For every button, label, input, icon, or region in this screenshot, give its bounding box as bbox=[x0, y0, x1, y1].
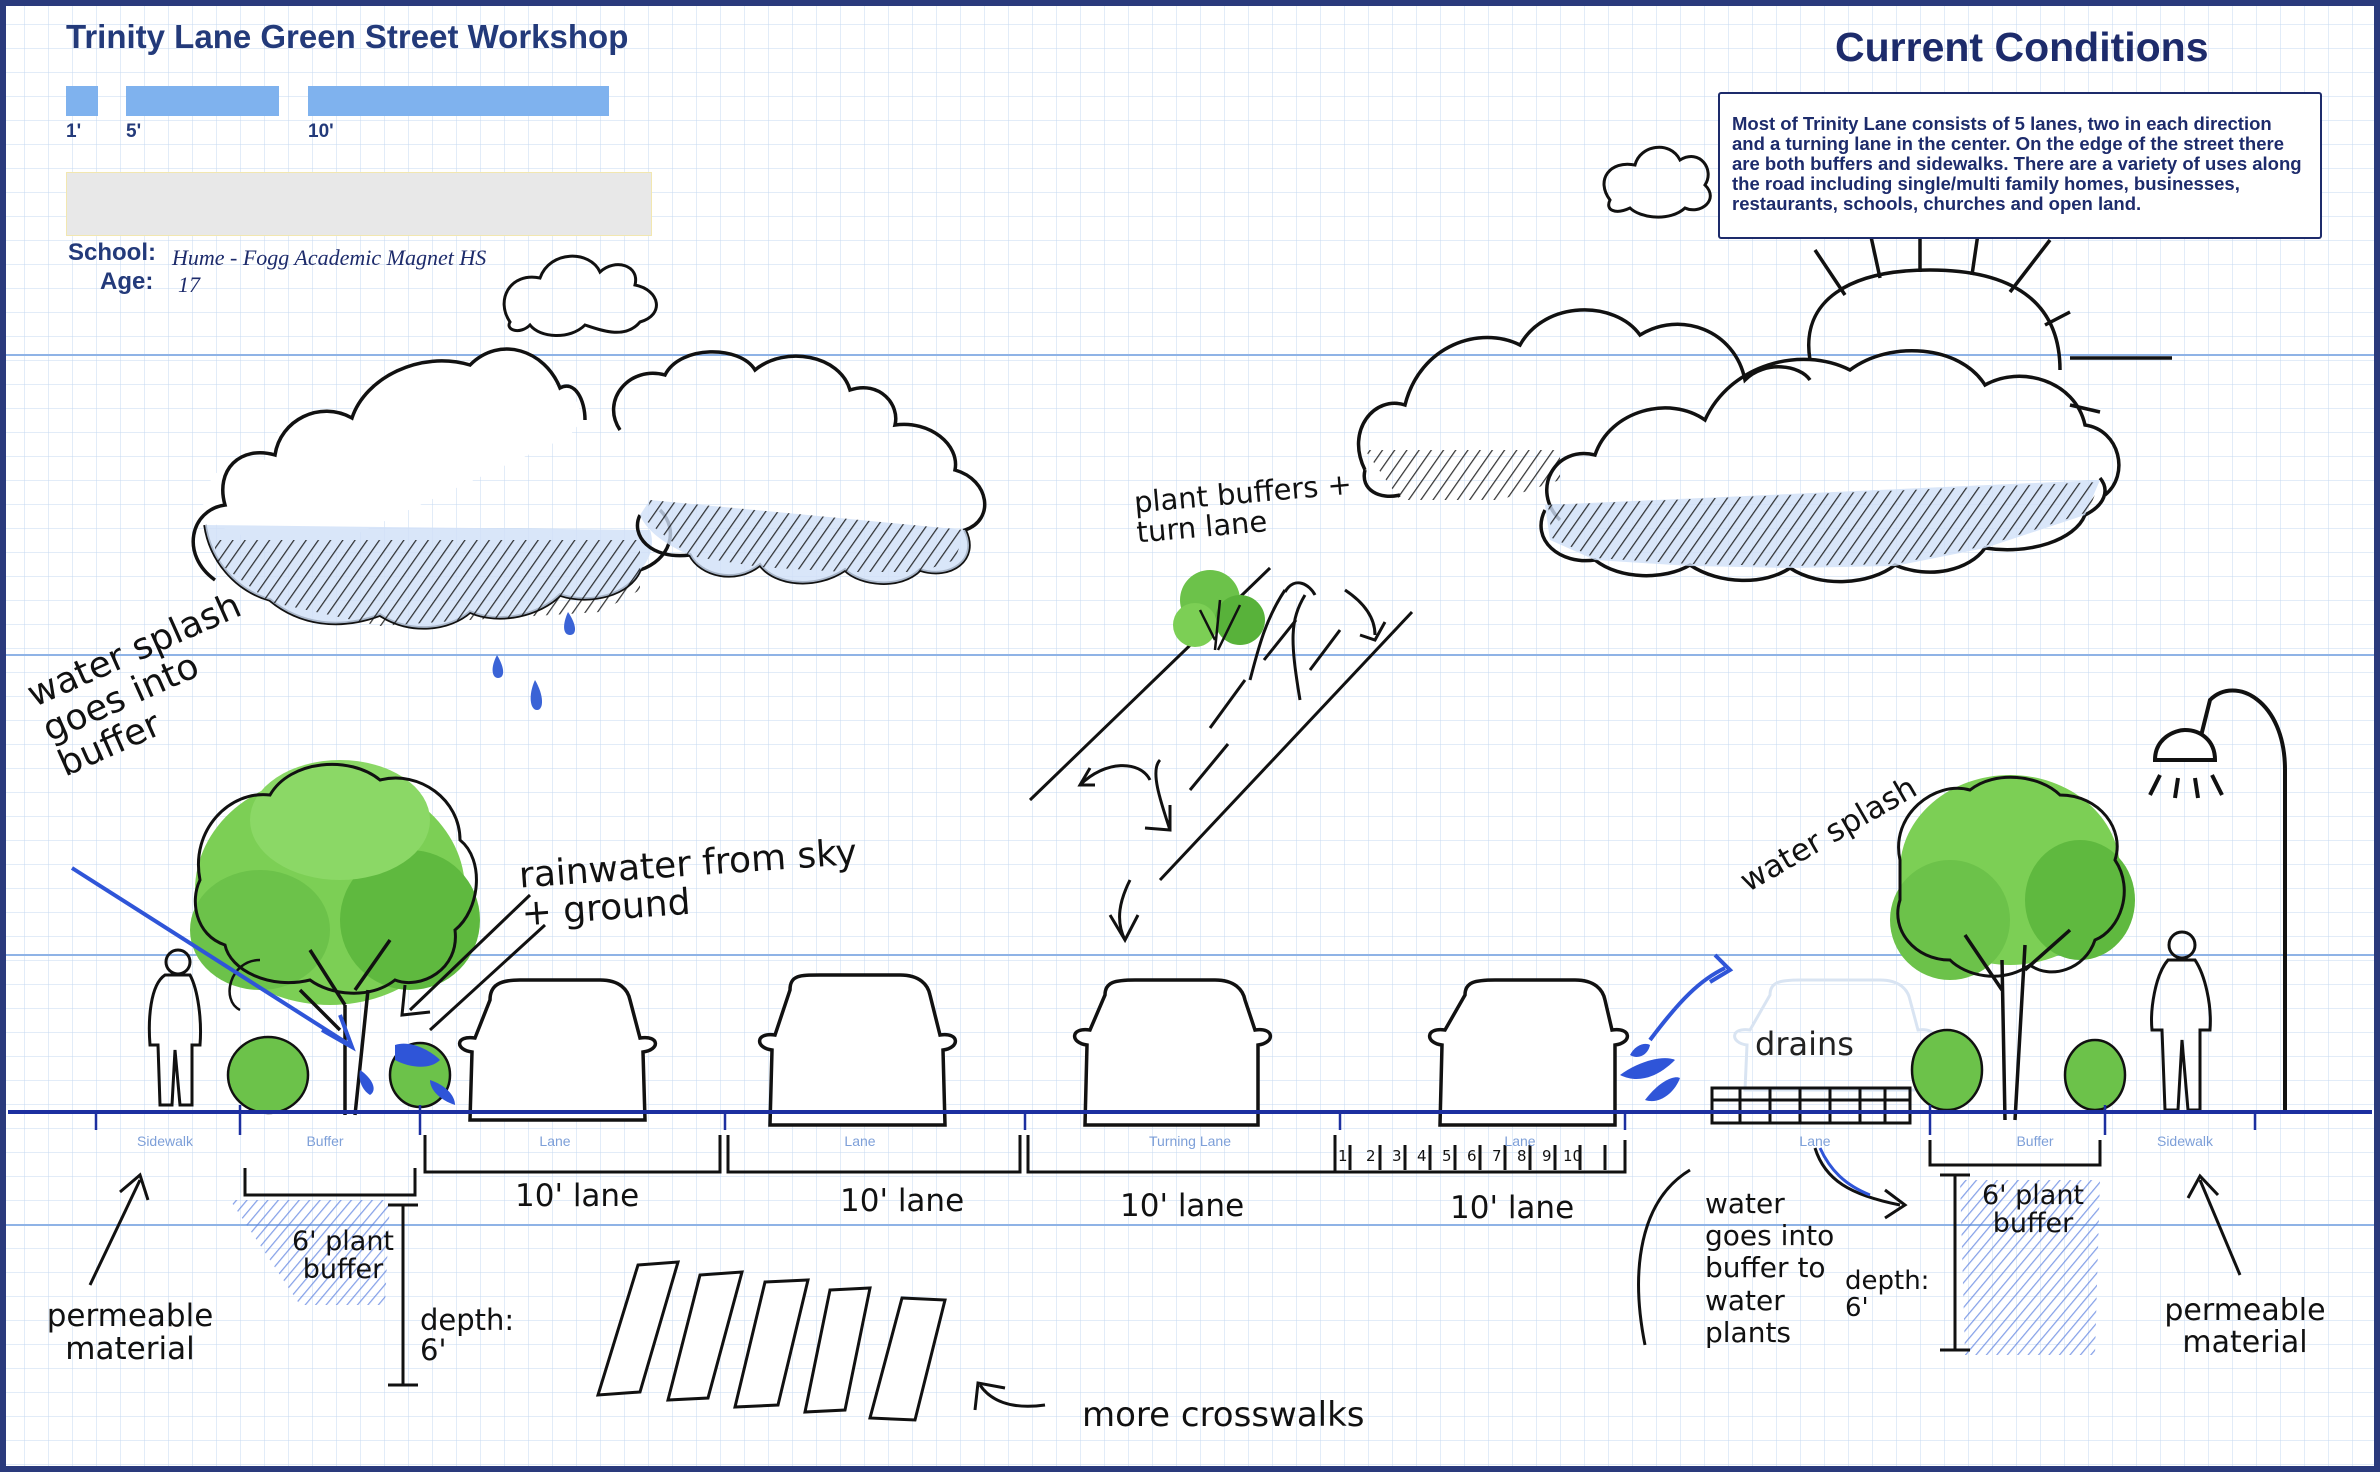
annotation-permeable-right: permeable material bbox=[2164, 1293, 2326, 1360]
annotation-depth-right: depth: 6' bbox=[1845, 1266, 1930, 1324]
rainwater-arrows bbox=[400, 893, 547, 1032]
redacted-name-field bbox=[66, 172, 652, 236]
tick-2: 2 bbox=[1366, 1147, 1376, 1165]
rain-drops bbox=[492, 612, 576, 710]
tick-3: 3 bbox=[1392, 1147, 1402, 1165]
tick-5: 5 bbox=[1442, 1147, 1452, 1165]
tick-8: 8 bbox=[1517, 1147, 1527, 1165]
annotation-depth-left: depth: 6' bbox=[420, 1303, 515, 1368]
zone-label-buffer-left: Buffer bbox=[306, 1133, 344, 1149]
workshop-title: Trinity Lane Green Street Workshop bbox=[66, 18, 629, 55]
current-conditions-description: Most of Trinity Lane consists of 5 lanes… bbox=[1718, 92, 2322, 239]
street-lamp bbox=[2148, 688, 2287, 1110]
annotation-plant-buffer-right: 6' plant buffer bbox=[1981, 1180, 2085, 1240]
car-3 bbox=[1072, 978, 1273, 1127]
tick-1: 1 bbox=[1338, 1147, 1348, 1165]
school-label: School: bbox=[68, 239, 156, 266]
lane-width-4: 10' lane bbox=[1450, 1190, 1575, 1226]
age-value: 17 bbox=[178, 272, 200, 297]
tick-7: 7 bbox=[1492, 1147, 1502, 1165]
school-value: Hume - Fogg Academic Magnet HS bbox=[172, 245, 487, 270]
scale-label-1ft: 1' bbox=[66, 121, 82, 142]
tick-6: 6 bbox=[1467, 1147, 1477, 1165]
zone-label-lane-1: Lane bbox=[539, 1133, 571, 1149]
zone-label-sidewalk-left: Sidewalk bbox=[136, 1133, 194, 1149]
annotation-more-crosswalks: more crosswalks bbox=[1082, 1395, 1365, 1435]
age-label: Age: bbox=[100, 268, 154, 295]
scale-bar bbox=[66, 86, 609, 116]
crosswalks bbox=[595, 1260, 947, 1422]
annotation-drains: drains bbox=[1755, 1025, 1854, 1063]
annotation-arrows bbox=[88, 1147, 2242, 1411]
storm-cloud-right bbox=[1356, 308, 2121, 584]
annotation-plant-buffer-left: 6' plant buffer bbox=[291, 1226, 395, 1286]
turn-lane-tree bbox=[1173, 570, 1265, 651]
right-pedestrian bbox=[2150, 930, 2212, 1112]
tick-4: 4 bbox=[1417, 1147, 1427, 1165]
left-tree bbox=[190, 760, 480, 1116]
drain-flow-arrow bbox=[1818, 1147, 1871, 1197]
zone-label-buffer-right: Buffer bbox=[2016, 1133, 2054, 1149]
zone-label-lane-2: Lane bbox=[844, 1133, 876, 1149]
storm-cloud-left bbox=[191, 347, 672, 630]
right-shrubs bbox=[1910, 1028, 2127, 1112]
annotation-water-goes: water goes into buffer to water plants bbox=[1705, 1187, 1835, 1349]
buffer-depth-right bbox=[1940, 1173, 2100, 1355]
right-tree bbox=[1890, 775, 2135, 1121]
zone-label-sidewalk-right: Sidewalk bbox=[2156, 1133, 2214, 1149]
small-cloud-right bbox=[1602, 145, 1712, 219]
zone-dividers bbox=[94, 1105, 2257, 1135]
car-4 bbox=[1427, 978, 1630, 1127]
left-pedestrian bbox=[147, 948, 202, 1107]
tick-9: 9 bbox=[1542, 1147, 1552, 1165]
zone-label-turning-lane: Turning Lane bbox=[1149, 1133, 1231, 1149]
lane-width-1: 10' lane bbox=[515, 1178, 640, 1214]
lane-width-2: 10' lane bbox=[840, 1183, 965, 1219]
zone-label-lane-3: Lane bbox=[1504, 1133, 1536, 1149]
current-conditions-title: Current Conditions bbox=[1835, 24, 2209, 70]
ghost-car bbox=[1733, 978, 1935, 1092]
scale-label-10ft: 10' bbox=[308, 121, 334, 142]
small-cloud bbox=[502, 254, 658, 337]
water-splash-right bbox=[1620, 953, 1734, 1102]
scale-label-5ft: 5' bbox=[126, 121, 142, 142]
water-splash-left bbox=[70, 866, 455, 1105]
lane-width-3: 10' lane bbox=[1120, 1188, 1245, 1224]
storm-cloud-left-2 bbox=[612, 350, 987, 585]
tick-10: 10 bbox=[1563, 1147, 1583, 1165]
car-2 bbox=[757, 973, 958, 1127]
zone-label-lane-4: Lane bbox=[1799, 1133, 1831, 1149]
car-1 bbox=[457, 978, 658, 1122]
annotation-permeable-left: permeable material bbox=[46, 1298, 214, 1367]
dimension-brackets bbox=[243, 1135, 2102, 1197]
buffer-depth-left bbox=[230, 1200, 418, 1387]
